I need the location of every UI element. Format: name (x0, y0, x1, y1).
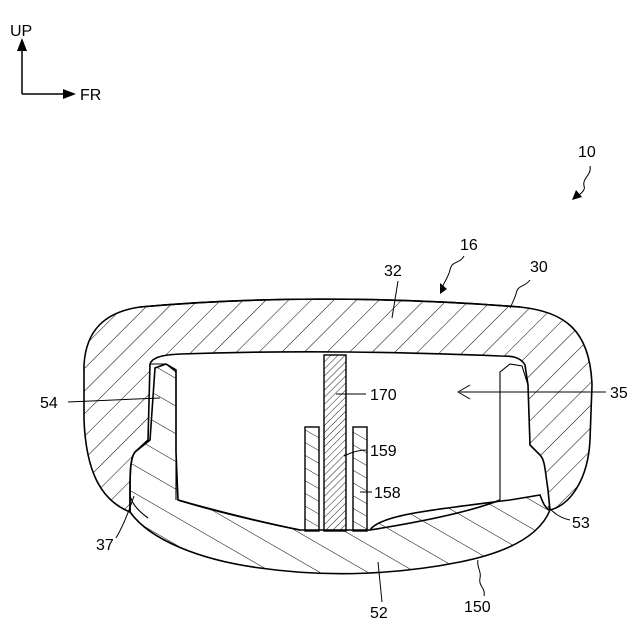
callout-cover: 16 (440, 237, 478, 294)
slot-holder-right (353, 427, 367, 531)
front-label: FR (80, 87, 101, 104)
label-slot-holder: 158 (374, 485, 401, 502)
direction-indicator: UP FR (10, 23, 101, 104)
plate (324, 355, 346, 531)
label-upper-wall: 32 (384, 263, 402, 280)
label-assembly: 10 (578, 144, 596, 161)
front-rib (500, 364, 530, 500)
wavy-leader-assembly (578, 166, 590, 196)
label-rear-rib: 54 (40, 395, 58, 412)
slot-holder-left (305, 427, 319, 531)
label-lower-part: 150 (464, 599, 491, 616)
label-slot: 159 (370, 443, 397, 460)
wavy-leader-upper-part (510, 280, 530, 308)
label-plate: 170 (370, 387, 397, 404)
label-chamber: 35 (610, 385, 628, 402)
callout-upper-part: 30 (510, 259, 548, 308)
label-step: 37 (96, 537, 114, 554)
callout-lower-part: 150 (464, 560, 491, 616)
label-upper-part: 30 (530, 259, 548, 276)
label-lower-wall: 52 (370, 605, 388, 622)
arrowhead-assembly-icon (572, 190, 582, 200)
front-arrowhead-icon (63, 89, 76, 99)
wavy-leader-cover (442, 256, 464, 288)
callout-assembly: 10 (572, 144, 596, 200)
callout-front-rib: 53 (548, 506, 590, 532)
up-label: UP (10, 23, 32, 40)
label-front-rib: 53 (572, 515, 590, 532)
callout-slot: 159 (344, 443, 397, 460)
label-cover: 16 (460, 237, 478, 254)
wavy-leader-lower-part (478, 560, 485, 596)
